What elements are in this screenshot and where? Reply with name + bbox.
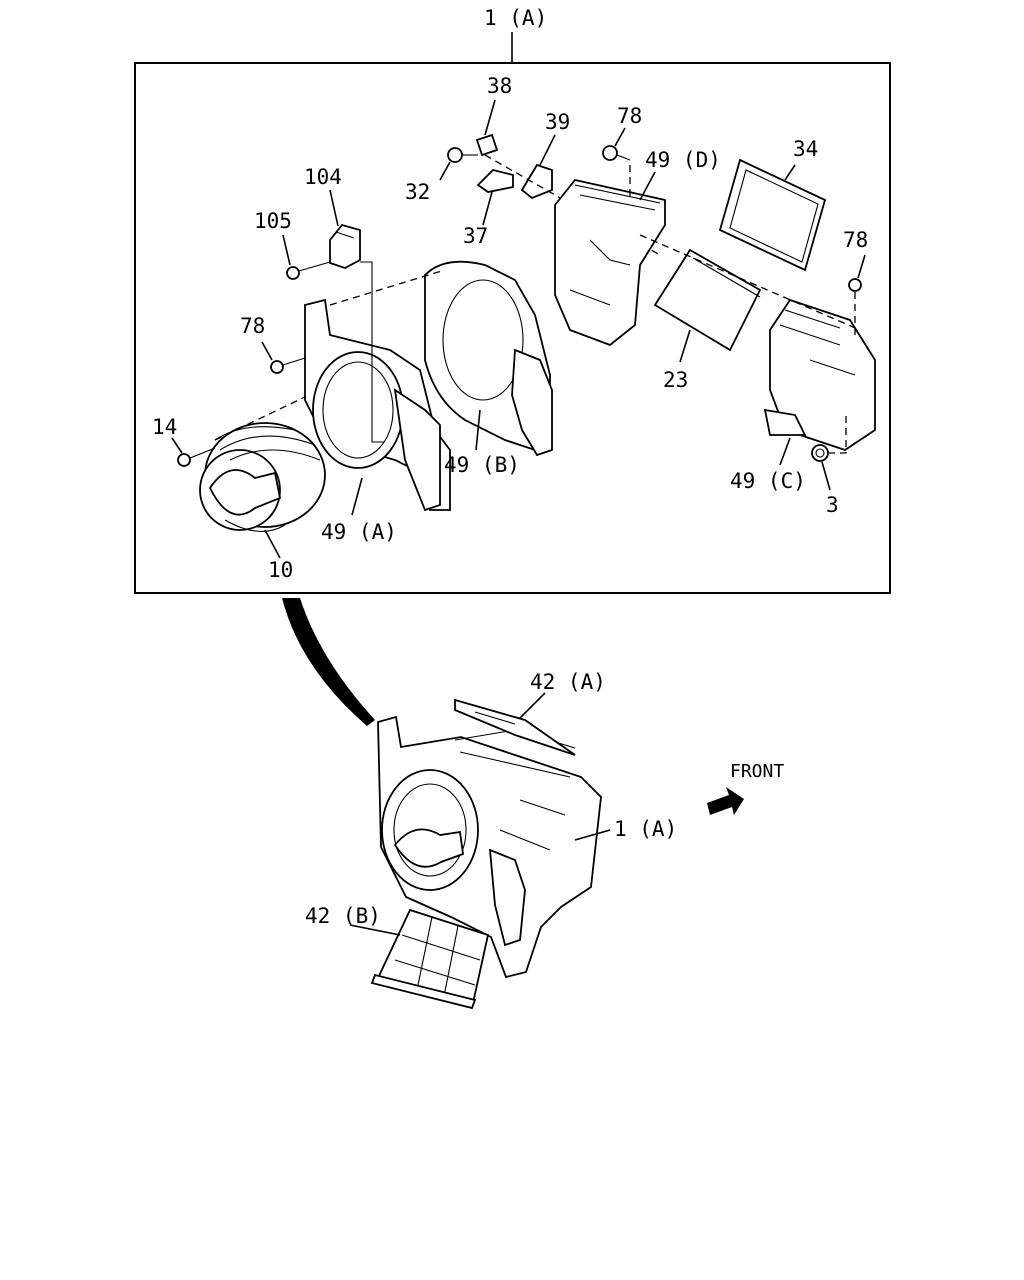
screw-32-part bbox=[447, 147, 478, 163]
label-23: 23 bbox=[663, 368, 688, 392]
bracket-39-part bbox=[520, 163, 553, 200]
label-49b: 49 (B) bbox=[444, 453, 520, 477]
screw-78-right-part bbox=[848, 278, 862, 292]
label-42a: 42 (A) bbox=[530, 670, 606, 694]
screw-78-left-part bbox=[270, 357, 306, 374]
assembled-unit-part bbox=[377, 715, 602, 979]
label-49a: 49 (A) bbox=[321, 520, 397, 544]
label-42b: 42 (B) bbox=[305, 904, 381, 928]
label-3: 3 bbox=[826, 493, 839, 517]
case-49a-part bbox=[304, 298, 451, 512]
label-37: 37 bbox=[463, 224, 488, 248]
filter-23-part bbox=[653, 248, 762, 352]
label-10: 10 bbox=[268, 558, 293, 582]
case-49c-part bbox=[763, 298, 876, 451]
screw-105-part bbox=[286, 261, 331, 280]
nut-3-part bbox=[811, 444, 829, 462]
label-49c: 49 (C) bbox=[730, 469, 806, 493]
label-front: FRONT bbox=[730, 761, 784, 782]
screw-78-top-part bbox=[602, 145, 631, 161]
screw-14-part bbox=[177, 447, 216, 467]
bracket-37-part bbox=[476, 169, 514, 193]
label-assy-bottom: 1 (A) bbox=[614, 817, 677, 841]
label-78-left: 78 bbox=[240, 314, 265, 338]
label-78-right: 78 bbox=[843, 228, 868, 252]
label-32: 32 bbox=[405, 180, 430, 204]
label-14: 14 bbox=[152, 415, 177, 439]
filter-42b-part bbox=[370, 908, 490, 1010]
label-38: 38 bbox=[487, 74, 512, 98]
label-39: 39 bbox=[545, 110, 570, 134]
case-49d-part bbox=[554, 178, 666, 347]
front-arrow-icon bbox=[707, 787, 744, 815]
assembly-connector-arrow bbox=[282, 598, 375, 726]
label-78-top: 78 bbox=[617, 104, 642, 128]
clip-38-part bbox=[475, 133, 499, 157]
label-105: 105 bbox=[254, 209, 292, 233]
case-49b-part bbox=[424, 260, 553, 457]
label-assy-top: 1 (A) bbox=[484, 6, 547, 30]
label-34: 34 bbox=[793, 137, 818, 161]
filter-frame-34-part bbox=[718, 158, 827, 272]
label-104: 104 bbox=[304, 165, 342, 189]
actuator-104-part bbox=[329, 223, 361, 269]
panel-42a-part bbox=[454, 698, 576, 756]
label-49d: 49 (D) bbox=[645, 148, 721, 172]
blower-motor-part bbox=[199, 422, 326, 532]
